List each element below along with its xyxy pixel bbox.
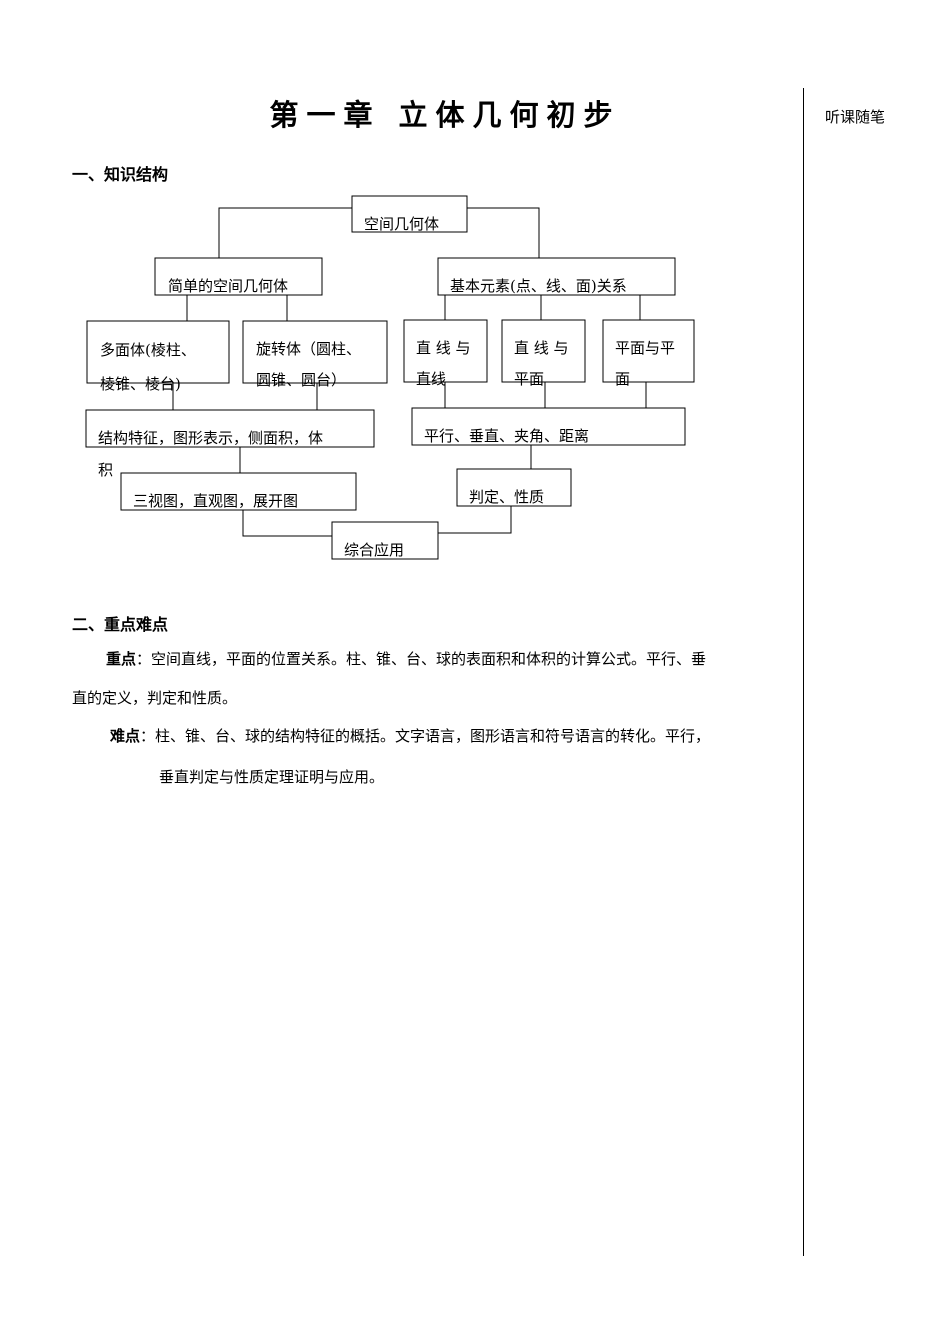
difficult-point-label: 难点 (110, 727, 141, 745)
label-basic-elements: 基本元素(点、线、面)关系 (450, 277, 627, 295)
label-rotation-line2: 圆锥、圆台） (256, 371, 347, 389)
label-judgement: 判定、性质 (469, 488, 545, 506)
key-point-label: 重点 (106, 650, 137, 668)
box-structure (85, 409, 375, 448)
label-polyhedron-line2: 棱锥、棱台) (100, 375, 181, 393)
key-point-text: ：空间直线，平面的位置关系。柱、锥、台、球的表面积和体积的计算公式。平行、垂 (136, 650, 707, 668)
box-basic-elements (437, 257, 676, 296)
box-rotation (242, 320, 388, 384)
label-line-line-2: 直线 (416, 370, 447, 388)
label-root: 空间几何体 (364, 215, 440, 233)
connector-root-left (218, 207, 352, 258)
box-views (120, 472, 357, 511)
box-line-plane (501, 319, 586, 383)
label-structure-line1: 结构特征，图形表示，侧面积，体 (98, 429, 324, 447)
label-plane-plane-1: 平面与平 (615, 339, 676, 357)
label-application: 综合应用 (344, 541, 405, 559)
side-note: 听课随笔 (825, 108, 886, 126)
box-simple-solids (154, 257, 323, 296)
box-root (351, 195, 468, 233)
box-judgement (456, 468, 572, 507)
key-point-paragraph: 重点：空间直线，平面的位置关系。柱、锥、台、球的表面积和体积的计算公式。平行、垂 (106, 649, 706, 669)
side-divider (803, 88, 804, 1256)
box-application (331, 521, 439, 560)
difficult-point-continuation: 垂直判定与性质定理证明与应用。 (159, 768, 385, 786)
box-relations (411, 407, 686, 446)
section-heading-key-points: 二、重点难点 (72, 615, 169, 634)
difficult-point-text: ：柱、锥、台、球的结构特征的概括。文字语言，图形语言和符号语言的转化。平行， (140, 727, 711, 745)
label-relations: 平行、垂直、夹角、距离 (424, 427, 590, 445)
label-plane-plane-2: 面 (615, 370, 631, 388)
connector-root-right (467, 207, 540, 258)
section-heading-knowledge: 一、知识结构 (72, 165, 169, 184)
label-structure-line2: 积 (98, 461, 114, 479)
key-point-continuation: 直的定义，判定和性质。 (72, 689, 238, 707)
label-line-plane-1: 直 线 与 (514, 339, 569, 357)
label-simple-solids: 简单的空间几何体 (168, 277, 289, 295)
page-title: 第一章 立体几何初步 (269, 98, 621, 132)
label-line-plane-2: 平面 (514, 370, 545, 388)
box-polyhedron (86, 320, 230, 384)
label-views: 三视图，直观图，展开图 (133, 492, 299, 510)
label-polyhedron-line1: 多面体(棱柱、 (100, 341, 196, 359)
box-plane-plane (602, 319, 695, 383)
knowledge-diagram (85, 195, 695, 560)
label-line-line-1: 直 线 与 (416, 339, 471, 357)
label-rotation-line1: 旋转体（圆柱、 (256, 340, 362, 358)
connector-views-application (242, 510, 332, 537)
difficult-point-paragraph: 难点：柱、锥、台、球的结构特征的概括。文字语言，图形语言和符号语言的转化。平行， (110, 726, 710, 746)
connector-judgement-application (438, 506, 512, 534)
